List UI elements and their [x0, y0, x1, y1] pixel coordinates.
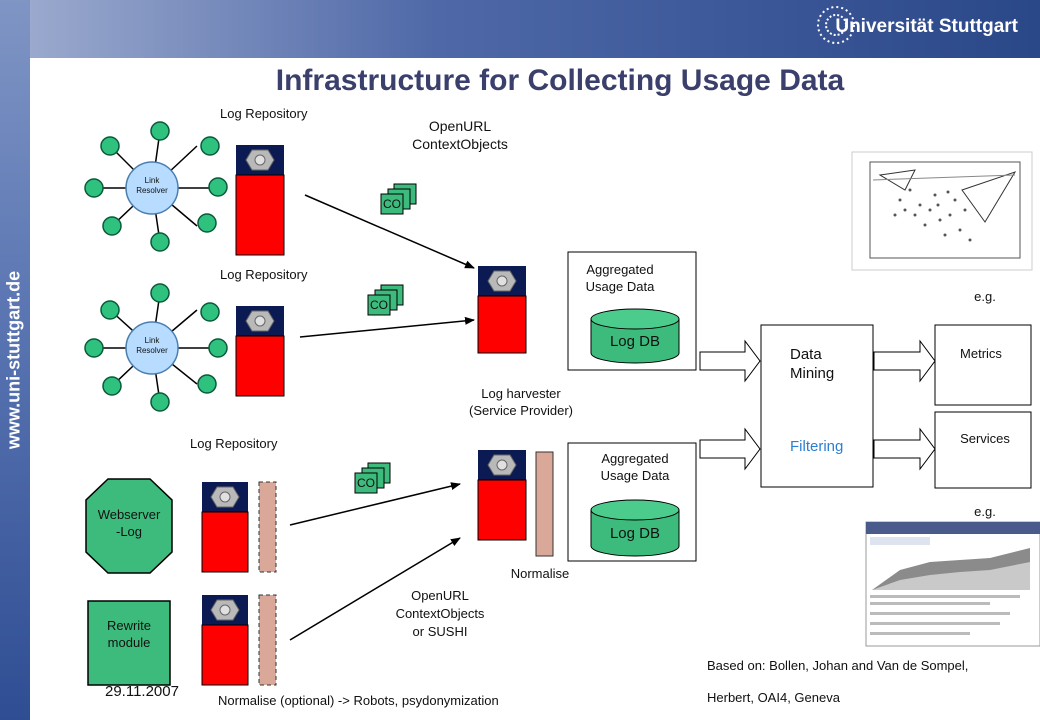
- block-arrow-3: [873, 339, 936, 383]
- log-repository-label-1: Log Repository: [220, 106, 308, 121]
- normalise-optional-bar-1: [258, 481, 277, 573]
- context-object-stack-3: [354, 462, 391, 494]
- server-icon-repository-2: [235, 306, 285, 397]
- log-db-label-2: Log DB: [609, 525, 661, 542]
- link-resolver-label-2: Link Resolver: [136, 336, 168, 355]
- openurl-bottom-line-1: OpenURL: [411, 588, 469, 603]
- log-harvester-line-1: Log harvester: [481, 386, 561, 401]
- server-icon-repository-1: [235, 145, 285, 256]
- page-title: Infrastructure for Collecting Usage Data: [275, 64, 845, 97]
- co-label-2: CO: [370, 298, 388, 312]
- university-name: Universität Stuttgart: [835, 16, 1018, 37]
- openurl-top-line-1: OpenURL: [428, 118, 492, 134]
- log-repository-label-2: Log Repository: [220, 267, 308, 282]
- database-icon-2: [590, 499, 680, 557]
- services-label: Services: [960, 431, 1010, 446]
- node-icon: [84, 283, 228, 412]
- log-repository-label-3: Log Repository: [190, 436, 278, 451]
- block-arrow-4: [873, 427, 936, 471]
- data-mining-line-2: Mining: [790, 365, 835, 382]
- flow-arrow-3: [289, 482, 461, 526]
- flow-arrow-2: [299, 316, 475, 338]
- normalise-optional-label: Normalise (optional) -> Robots, psydonym…: [218, 693, 499, 708]
- rewrite-line-2: module: [107, 635, 151, 650]
- aggregated-label-2a: Aggregated: [601, 451, 669, 466]
- aggregated-label-2b: Usage Data: [600, 468, 670, 483]
- log-harvester-line-2: (Service Provider): [468, 403, 574, 418]
- link-resolver-label-1: Link Resolver: [136, 176, 168, 195]
- date-label: 29.11.2007: [105, 683, 179, 700]
- webserver-line-1: Webserver: [97, 507, 161, 522]
- filtering-label: Filtering: [790, 438, 844, 455]
- context-object-stack-1: [380, 183, 417, 215]
- node-icon: [84, 121, 228, 252]
- university-logo-icon: [817, 6, 855, 44]
- aggregated-label-1a: Aggregated: [586, 262, 654, 277]
- based-on-line-1: Based on: Bollen, Johan and Van de Sompe…: [707, 658, 969, 673]
- based-on-line-2: Herbert, OAI4, Geneva: [707, 690, 840, 705]
- data-mining-box: [760, 324, 874, 488]
- aggregated-label-1b: Usage Data: [585, 279, 655, 294]
- normalise-bar: [535, 451, 554, 557]
- openurl-top-line-2: ContextObjects: [412, 136, 508, 152]
- scatter-plot-thumbnail: [851, 151, 1033, 271]
- openurl-bottom-line-3: or SUSHI: [412, 624, 468, 639]
- eg-label-bottom: e.g.: [974, 504, 996, 519]
- context-object-stack-2: [367, 284, 404, 316]
- eg-label-top: e.g.: [974, 289, 996, 304]
- server-icon-harvester-1: [477, 266, 527, 354]
- services-box: [934, 411, 1032, 489]
- flow-arrow-1: [304, 194, 475, 269]
- flow-arrow-4: [289, 537, 461, 641]
- log-db-label-1: Log DB: [609, 333, 661, 350]
- webserver-line-2: -Log: [115, 524, 143, 539]
- normalise-label: Normalise: [510, 566, 570, 581]
- rewrite-line-1: Rewrite: [106, 618, 152, 633]
- metrics-box: [934, 324, 1032, 406]
- block-arrow-1: [699, 339, 761, 383]
- block-arrow-2: [699, 427, 761, 471]
- link-resolver-star-2: [84, 283, 228, 412]
- server-icon-repository-3: [201, 482, 249, 573]
- server-icon-harvester-2: [477, 450, 527, 541]
- co-label-1: CO: [383, 197, 401, 211]
- data-mining-line-1: Data: [790, 346, 822, 363]
- server-icon-repository-4: [201, 595, 249, 686]
- link-resolver-star-1: [84, 121, 228, 252]
- database-icon-1: [590, 308, 680, 364]
- side-bar: www.uni-stuttgart.de: [0, 0, 30, 720]
- metrics-label: Metrics: [960, 346, 1002, 361]
- openurl-bottom-line-2: ContextObjects: [395, 606, 485, 621]
- co-label-3: CO: [357, 476, 375, 490]
- header-band: Universität Stuttgart: [30, 0, 1040, 58]
- normalise-optional-bar-2: [258, 594, 277, 686]
- rewrite-module-box: [87, 600, 171, 686]
- statistics-screenshot-thumbnail: [865, 521, 1040, 647]
- webserver-log-octagon: [85, 478, 173, 574]
